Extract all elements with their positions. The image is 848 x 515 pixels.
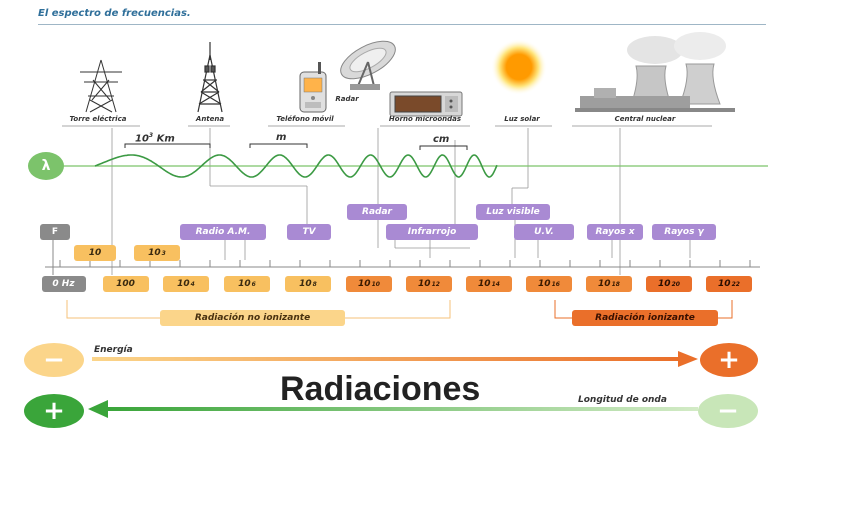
frequency-symbol: F (40, 224, 70, 240)
ionizing-label: Radiación ionizante (572, 310, 718, 326)
lambda-badge: λ (28, 152, 64, 180)
wavelength-plus-badge: + (24, 394, 84, 428)
band-infrared: Infrarrojo (386, 224, 478, 240)
radar-dish-icon (340, 40, 396, 90)
source-label-nuclear: Central nuclear (614, 115, 676, 123)
mobile-phone-icon (299, 62, 327, 113)
band-x-rays: Rayos x (587, 224, 643, 240)
freq-pill: 100 (103, 276, 149, 292)
wavelength-minus-badge: − (698, 394, 758, 428)
ionizing-bracket (554, 300, 733, 319)
source-label-movil: Teléfono móvil (276, 115, 334, 123)
energy-minus-badge: − (24, 343, 84, 377)
diagram-header: El espectro de frecuencias. (38, 8, 191, 19)
source-label-torre: Torre eléctrica (69, 115, 127, 123)
band-radio-am: Radio A.M. (180, 224, 266, 240)
header-rule (38, 24, 766, 25)
source-label-horno: Horno microondas (388, 115, 462, 123)
band-uv: U.V. (514, 224, 574, 240)
band-radar: Radar (347, 204, 407, 220)
non-ionizing-label: Radiación no ionizante (160, 310, 345, 326)
scale-label-m: m (276, 132, 287, 143)
wavelength-axis-label: Longitud de onda (578, 395, 667, 405)
energy-axis-label: Energía (94, 345, 133, 355)
sun-icon (491, 39, 547, 95)
freq-pill: 0 Hz (42, 276, 86, 292)
band-visible-light: Luz visible (476, 204, 550, 220)
source-label-antena: Antena (195, 115, 225, 123)
source-label-sol: Luz solar (504, 115, 540, 123)
band-tv: TV (287, 224, 331, 240)
scale-label-km: 103 Km (135, 132, 175, 145)
energy-plus-badge: + (700, 343, 758, 377)
wavelength-arrow (88, 400, 698, 418)
freq-upper-10: 10 (74, 245, 116, 261)
energy-arrow (92, 351, 698, 367)
power-tower-icon (80, 59, 122, 113)
antenna-icon (197, 42, 223, 113)
wavelength-wave (94, 154, 498, 178)
band-gamma-rays: Rayos γ (652, 224, 716, 240)
scale-label-cm: cm (433, 134, 450, 145)
microwave-icon (389, 91, 463, 117)
main-title: Radiaciones (280, 370, 481, 408)
source-label-radar: Radar (335, 95, 359, 103)
scale-brackets (124, 143, 468, 150)
nuclear-plant-icon (575, 32, 735, 112)
non-ionizing-bracket (66, 300, 451, 319)
connector-lines (111, 128, 691, 275)
